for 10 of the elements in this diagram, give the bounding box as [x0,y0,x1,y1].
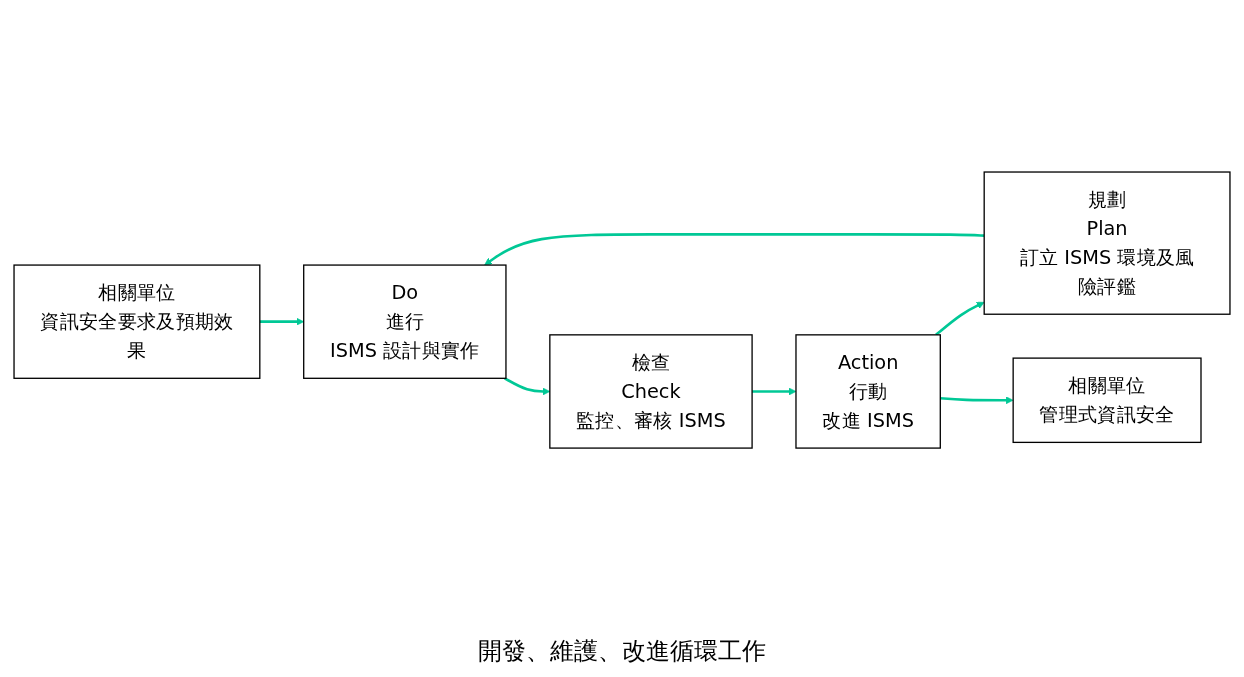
arrow [940,396,1014,405]
center-note: 開發、維護、改進循環工作 [478,637,766,665]
arrow [484,232,985,266]
node-box: Do 進行 ISMS 設計與實作 [303,264,507,379]
node-box: 相關單位 管理式資訊安全 [1012,357,1202,443]
node-box: 相關單位 資訊安全要求及預期效果 [13,264,261,379]
node-box: 規劃 Plan 訂立 ISMS 環境及風險評鑑 [983,171,1231,315]
node-box: Action 行動 改進 ISMS [795,334,941,449]
node-box: 檢查 Check 監控、審核 ISMS [549,334,753,449]
arrow [935,301,985,336]
